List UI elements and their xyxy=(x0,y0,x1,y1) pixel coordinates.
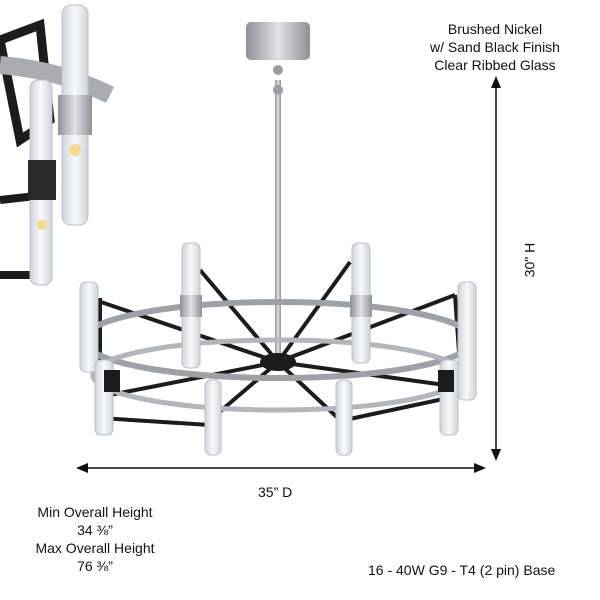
min-height-value: 34 ⅜” xyxy=(77,522,113,538)
diameter-dimension-arrow xyxy=(76,463,486,473)
finish-line-1: Brushed Nickel xyxy=(447,21,543,37)
overall-height-block: Min Overall Height 34 ⅜” Max Overall Hei… xyxy=(10,503,180,575)
detail-inset xyxy=(0,4,115,286)
height-dimension-arrow xyxy=(491,76,501,461)
min-height-label: Min Overall Height xyxy=(37,504,153,520)
max-height-value: 76 ⅜” xyxy=(77,558,113,574)
diameter-label: 35” D xyxy=(258,484,293,500)
max-height-label: Max Overall Height xyxy=(35,540,155,556)
glass-shades xyxy=(79,242,477,456)
canopy xyxy=(246,22,310,358)
hub xyxy=(260,353,296,371)
height-label: 30" H xyxy=(521,242,538,278)
finish-line-3: Clear Ribbed Glass xyxy=(434,57,556,73)
finish-line-2: w/ Sand Black Finish xyxy=(430,39,560,55)
bulb-spec: 16 - 40W G9 - T4 (2 pin) Base xyxy=(368,562,556,578)
finish-description: Brushed Nickel w/ Sand Black Finish Clea… xyxy=(400,20,590,74)
